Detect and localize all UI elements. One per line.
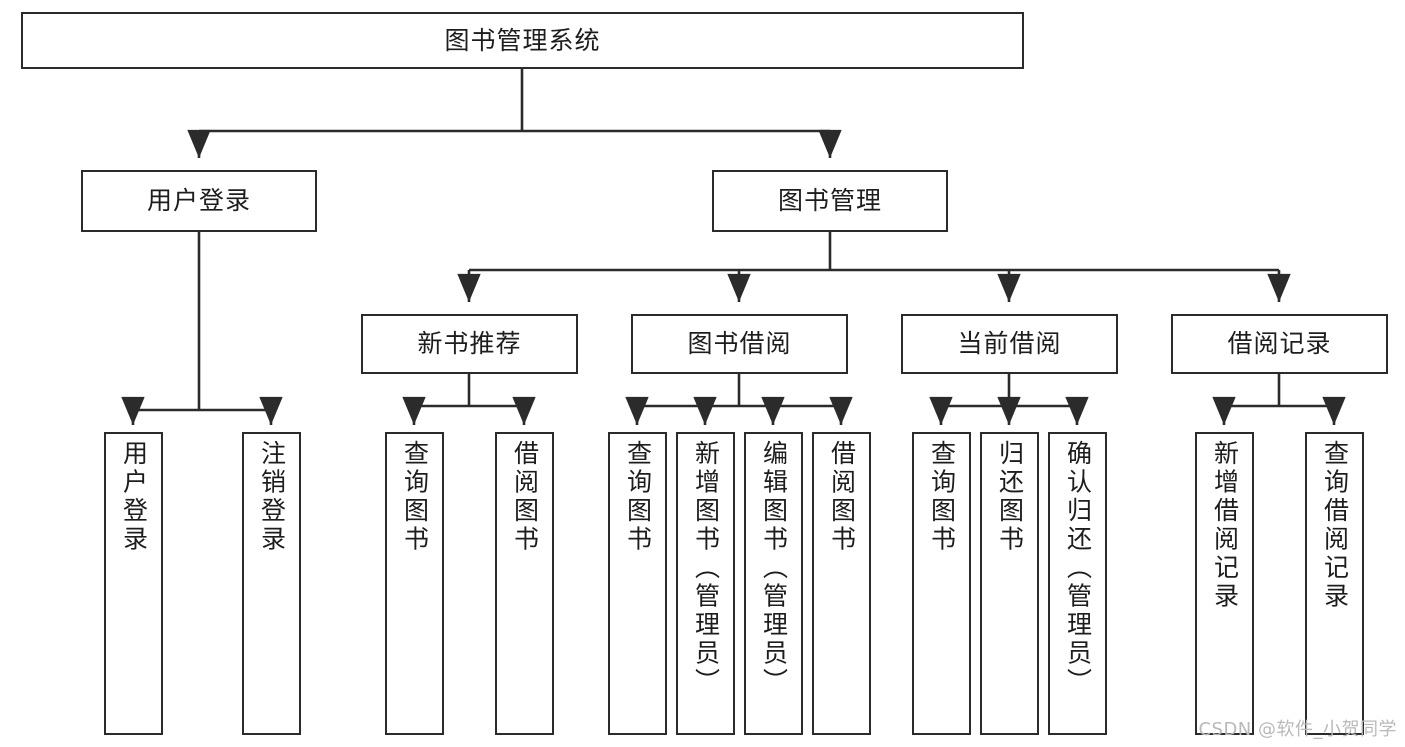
node-borrow-record[interactable]: 借阅记录	[1171, 314, 1388, 374]
watermark: CSDN @软件_小贺同学	[1198, 719, 1397, 740]
node-book-borrow-label: 图书借阅	[687, 329, 792, 358]
node-leaf-add-record-label: 新增借阅记录	[1210, 440, 1240, 611]
node-leaf-query-book-1-label: 查询图书	[400, 440, 430, 554]
node-user-login[interactable]: 用户登录	[81, 170, 317, 232]
node-leaf-edit-book[interactable]: 编辑图书（管理员）	[744, 432, 803, 735]
node-leaf-add-record[interactable]: 新增借阅记录	[1195, 432, 1254, 735]
node-book-management[interactable]: 图书管理	[712, 170, 948, 232]
node-new-book-recommend[interactable]: 新书推荐	[361, 314, 578, 374]
node-leaf-add-book-label: 新增图书（管理员）	[691, 440, 721, 697]
node-book-management-label: 图书管理	[777, 186, 882, 215]
node-leaf-query-book-1[interactable]: 查询图书	[385, 432, 444, 735]
node-current-borrow-label: 当前借阅	[957, 329, 1062, 358]
node-leaf-edit-book-label: 编辑图书（管理员）	[759, 440, 789, 697]
node-leaf-add-book[interactable]: 新增图书（管理员）	[676, 432, 735, 735]
node-book-borrow[interactable]: 图书借阅	[631, 314, 848, 374]
node-leaf-borrow-book-1-label: 借阅图书	[510, 440, 540, 554]
node-leaf-query-record[interactable]: 查询借阅记录	[1305, 432, 1364, 735]
node-leaf-confirm-return-label: 确认归还（管理员）	[1063, 440, 1093, 697]
node-leaf-borrow-book-2-label: 借阅图书	[827, 440, 857, 554]
node-new-book-recommend-label: 新书推荐	[417, 329, 522, 358]
node-leaf-user-login[interactable]: 用户登录	[104, 432, 163, 735]
node-leaf-query-book-3[interactable]: 查询图书	[912, 432, 971, 735]
node-leaf-query-book-2-label: 查询图书	[623, 440, 653, 554]
node-leaf-return-book[interactable]: 归还图书	[980, 432, 1039, 735]
node-current-borrow[interactable]: 当前借阅	[901, 314, 1118, 374]
node-leaf-query-book-3-label: 查询图书	[927, 440, 957, 554]
node-leaf-logout-login[interactable]: 注销登录	[242, 432, 301, 735]
node-leaf-borrow-book-1[interactable]: 借阅图书	[495, 432, 554, 735]
node-root-system[interactable]: 图书管理系统	[21, 12, 1024, 69]
node-leaf-confirm-return[interactable]: 确认归还（管理员）	[1048, 432, 1107, 735]
node-leaf-user-login-label: 用户登录	[119, 440, 149, 554]
node-leaf-borrow-book-2[interactable]: 借阅图书	[812, 432, 871, 735]
node-user-login-label: 用户登录	[146, 186, 251, 215]
node-leaf-query-record-label: 查询借阅记录	[1320, 440, 1350, 611]
node-leaf-return-book-label: 归还图书	[995, 440, 1025, 554]
node-borrow-record-label: 借阅记录	[1227, 329, 1332, 358]
node-leaf-query-book-2[interactable]: 查询图书	[608, 432, 667, 735]
node-root-label: 图书管理系统	[444, 25, 601, 55]
node-leaf-logout-login-label: 注销登录	[257, 440, 287, 554]
